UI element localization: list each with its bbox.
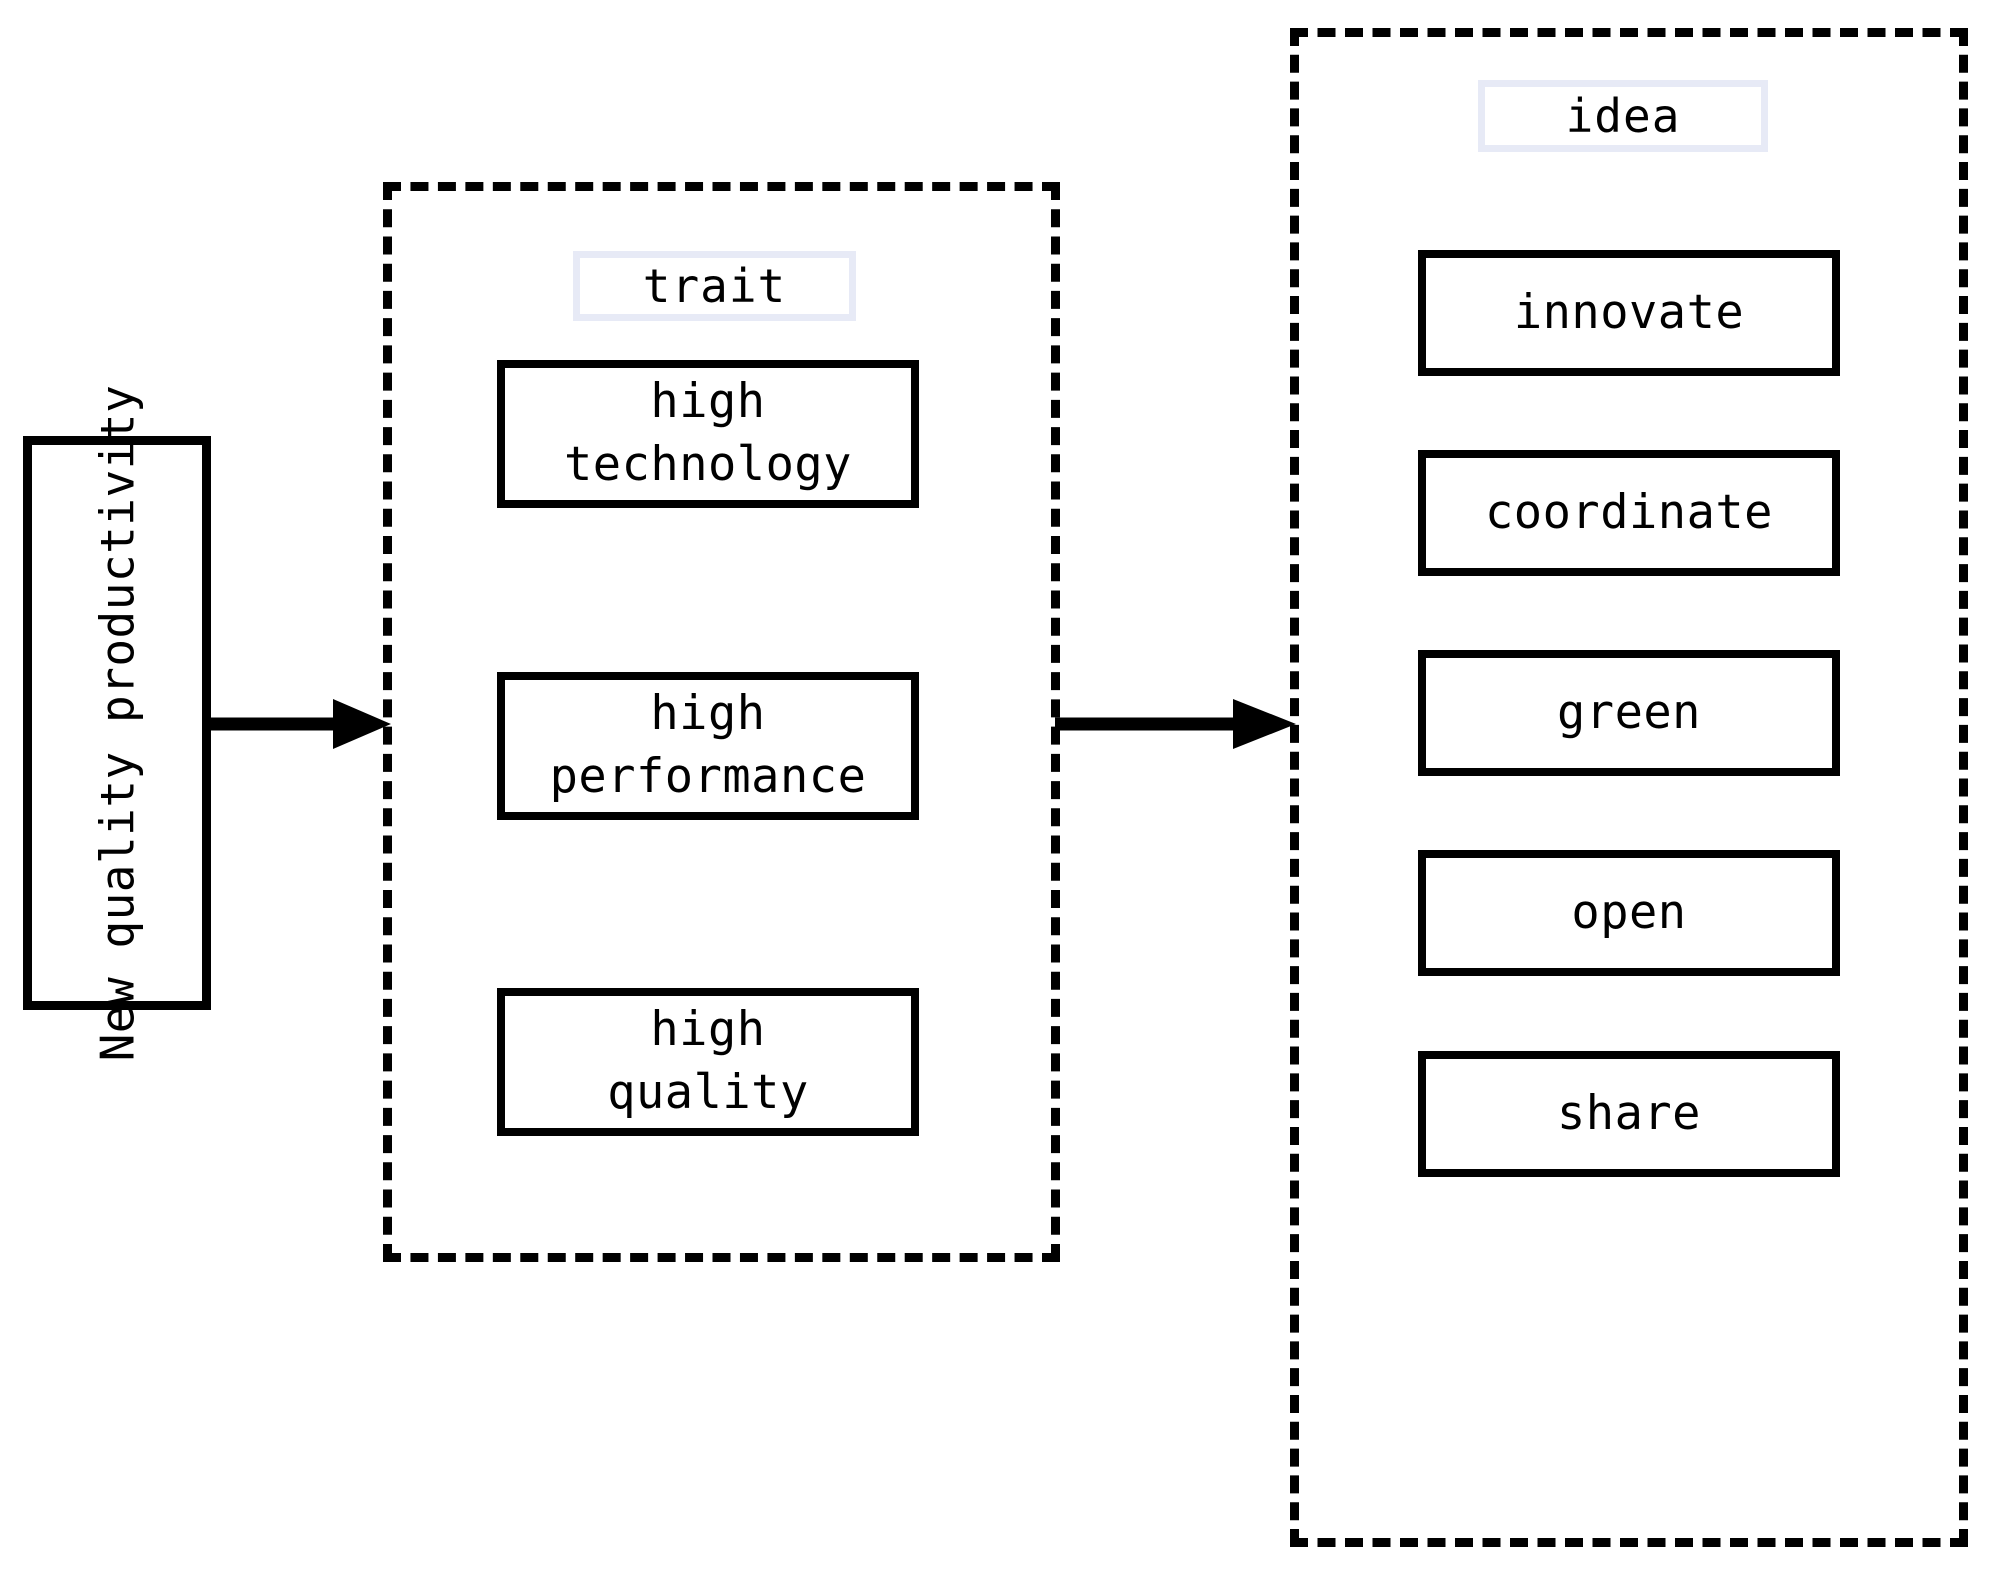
group-idea-label: idea bbox=[1478, 80, 1768, 152]
group-trait bbox=[383, 182, 1060, 1262]
idea-item-innovate: innovate bbox=[1418, 250, 1840, 376]
idea-item-share: share bbox=[1418, 1051, 1840, 1177]
idea-item-coordinate: coordinate bbox=[1418, 450, 1840, 576]
trait-item-high-performance: high performance bbox=[497, 672, 919, 820]
idea-item-green: green bbox=[1418, 650, 1840, 776]
node-new-quality-productivity: New quality productivity bbox=[23, 385, 211, 1061]
idea-item-open: open bbox=[1418, 850, 1840, 976]
arrow-trait-to-idea-icon bbox=[1055, 694, 1300, 754]
group-trait-label: trait bbox=[573, 251, 856, 321]
group-idea bbox=[1290, 28, 1968, 1547]
trait-item-high-quality: high quality bbox=[497, 988, 919, 1136]
node-new-quality-productivity-label: New quality productivity bbox=[89, 384, 144, 1062]
arrow-source-to-trait-icon bbox=[205, 694, 395, 754]
trait-item-high-technology: high technology bbox=[497, 360, 919, 508]
